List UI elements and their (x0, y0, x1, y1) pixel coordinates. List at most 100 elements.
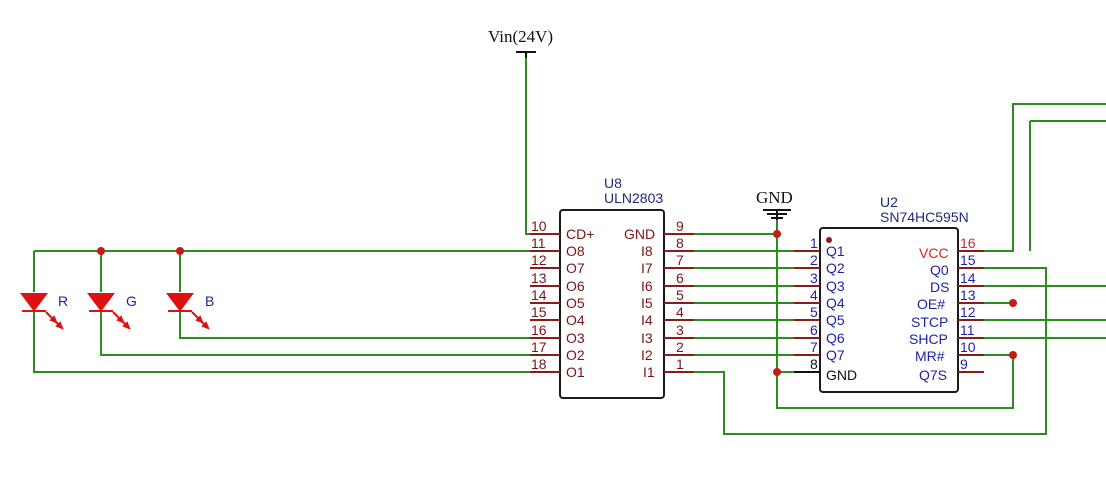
svg-text:1: 1 (810, 235, 818, 251)
svg-text:12: 12 (960, 304, 976, 320)
svg-text:7: 7 (676, 252, 684, 268)
u8-pin-12: 12 O7 (530, 252, 585, 276)
u8-pin-4: 4 I4 (641, 304, 694, 328)
u2-pin-11: 11 SHCP (909, 322, 984, 347)
svg-text:16: 16 (960, 235, 976, 251)
u2-pin-6: 6 Q6 (794, 322, 845, 346)
svg-text:O7: O7 (566, 260, 585, 276)
u2-pin-3: 3 Q3 (794, 270, 845, 294)
led-b-label: B (205, 293, 214, 309)
svg-text:Q6: Q6 (826, 330, 845, 346)
vin-label: Vin(24V) (488, 27, 553, 46)
svg-text:14: 14 (960, 270, 976, 286)
u8-chip[interactable]: U8 ULN2803 10 CD+ 11 O8 12 O7 13 O6 14 O… (530, 175, 694, 399)
svg-text:8: 8 (810, 356, 818, 372)
u8-pin-17: 17 O2 (530, 339, 585, 363)
u2-pin-5: 5 Q5 (794, 304, 845, 328)
wires (33, 57, 1106, 435)
junction-led-b (176, 247, 184, 255)
svg-text:MR#: MR# (915, 348, 945, 364)
svg-text:15: 15 (960, 252, 976, 268)
svg-text:Q0: Q0 (930, 262, 949, 278)
svg-text:O3: O3 (566, 330, 585, 346)
gnd-label: GND (756, 188, 793, 207)
svg-text:Q2: Q2 (826, 260, 845, 276)
svg-text:STCP: STCP (911, 314, 948, 330)
svg-text:12: 12 (531, 252, 547, 268)
u8-left-pins: 10 CD+ 11 O8 12 O7 13 O6 14 O5 15 O4 16 … (530, 218, 594, 380)
svg-text:8: 8 (676, 235, 684, 251)
svg-text:O2: O2 (566, 347, 585, 363)
u8-pin-13: 13 O6 (530, 270, 585, 294)
wire-vin-cd (525, 57, 534, 235)
u8-pin-7: 7 I7 (641, 252, 694, 276)
svg-text:I2: I2 (641, 347, 653, 363)
svg-text:10: 10 (531, 218, 547, 234)
svg-text:I4: I4 (641, 312, 653, 328)
svg-text:15: 15 (531, 304, 547, 320)
u2-chip[interactable]: U2 SN74HC595N 1 Q1 2 Q2 3 Q3 4 Q4 5 Q5 6 (794, 194, 984, 393)
u2-left-pins: 1 Q1 2 Q2 3 Q3 4 Q4 5 Q5 6 Q6 7 Q7 8 (794, 235, 857, 383)
svg-text:3: 3 (676, 322, 684, 338)
svg-text:GND: GND (624, 226, 655, 242)
vin-symbol: Vin(24V) (488, 27, 553, 58)
svg-text:O4: O4 (566, 312, 585, 328)
svg-text:9: 9 (676, 218, 684, 234)
u2-part: SN74HC595N (880, 209, 969, 225)
u8-pin-6: 6 I6 (641, 270, 694, 294)
u8-pin-1: 1 I1 (643, 356, 694, 380)
svg-text:2: 2 (810, 252, 818, 268)
u8-pin-5: 5 I5 (641, 287, 694, 311)
svg-text:GND: GND (826, 367, 857, 383)
u2-pin-14: 14 DS (930, 270, 984, 295)
svg-text:6: 6 (810, 322, 818, 338)
u2-pin-16: 16 VCC (919, 235, 984, 261)
u8-pin-2: 2 I2 (641, 339, 694, 363)
svg-text:Q7S: Q7S (919, 367, 947, 383)
svg-text:CD+: CD+ (566, 226, 594, 242)
svg-text:5: 5 (676, 287, 684, 303)
svg-text:Q5: Q5 (826, 312, 845, 328)
svg-text:O6: O6 (566, 278, 585, 294)
led-b[interactable]: B (166, 293, 214, 330)
svg-text:11: 11 (531, 235, 546, 251)
led-g[interactable]: G (87, 293, 137, 330)
led-r[interactable]: R (20, 293, 68, 330)
svg-text:O5: O5 (566, 295, 585, 311)
u2-pin-15: 15 Q0 (930, 252, 984, 278)
svg-text:14: 14 (531, 287, 547, 303)
led-r-label: R (58, 293, 68, 309)
u8-pin-8: 8 I8 (641, 235, 694, 259)
u8-pin-18: 18 O1 (530, 356, 585, 380)
u2-pin-13: 13 OE# (917, 287, 984, 312)
u8-pin-3: 3 I3 (641, 322, 694, 346)
junction-gnd-u2 (773, 368, 781, 376)
u2-right-pins: 16 VCC 15 Q0 14 DS 13 OE# 12 STCP 11 SHC… (909, 235, 984, 383)
svg-text:DS: DS (930, 279, 949, 295)
u8-pin-9: 9 GND (624, 218, 694, 242)
svg-text:I1: I1 (643, 364, 655, 380)
svg-text:Q4: Q4 (826, 295, 845, 311)
svg-text:SHCP: SHCP (909, 331, 948, 347)
svg-text:Q3: Q3 (826, 278, 845, 294)
u8-part: ULN2803 (604, 190, 663, 206)
svg-text:I8: I8 (641, 243, 653, 259)
svg-text:4: 4 (810, 287, 818, 303)
wire-led-r-o1 (33, 312, 534, 373)
svg-text:16: 16 (531, 322, 547, 338)
svg-text:13: 13 (531, 270, 547, 286)
u2-pin-1: 1 Q1 (794, 235, 845, 259)
u2-pin-7: 7 Q7 (794, 339, 845, 363)
svg-text:6: 6 (676, 270, 684, 286)
svg-text:O1: O1 (566, 364, 585, 380)
svg-text:17: 17 (531, 339, 547, 355)
svg-text:2: 2 (676, 339, 684, 355)
u8-right-pins: 9 GND 8 I8 7 I7 6 I6 5 I5 4 I4 3 I3 2 (624, 218, 694, 380)
junctions (97, 230, 1017, 376)
u8-ref: U8 (604, 175, 622, 191)
junction-mr (1009, 351, 1017, 359)
svg-text:18: 18 (531, 356, 547, 372)
svg-text:Q1: Q1 (826, 243, 845, 259)
led-g-label: G (126, 293, 137, 309)
